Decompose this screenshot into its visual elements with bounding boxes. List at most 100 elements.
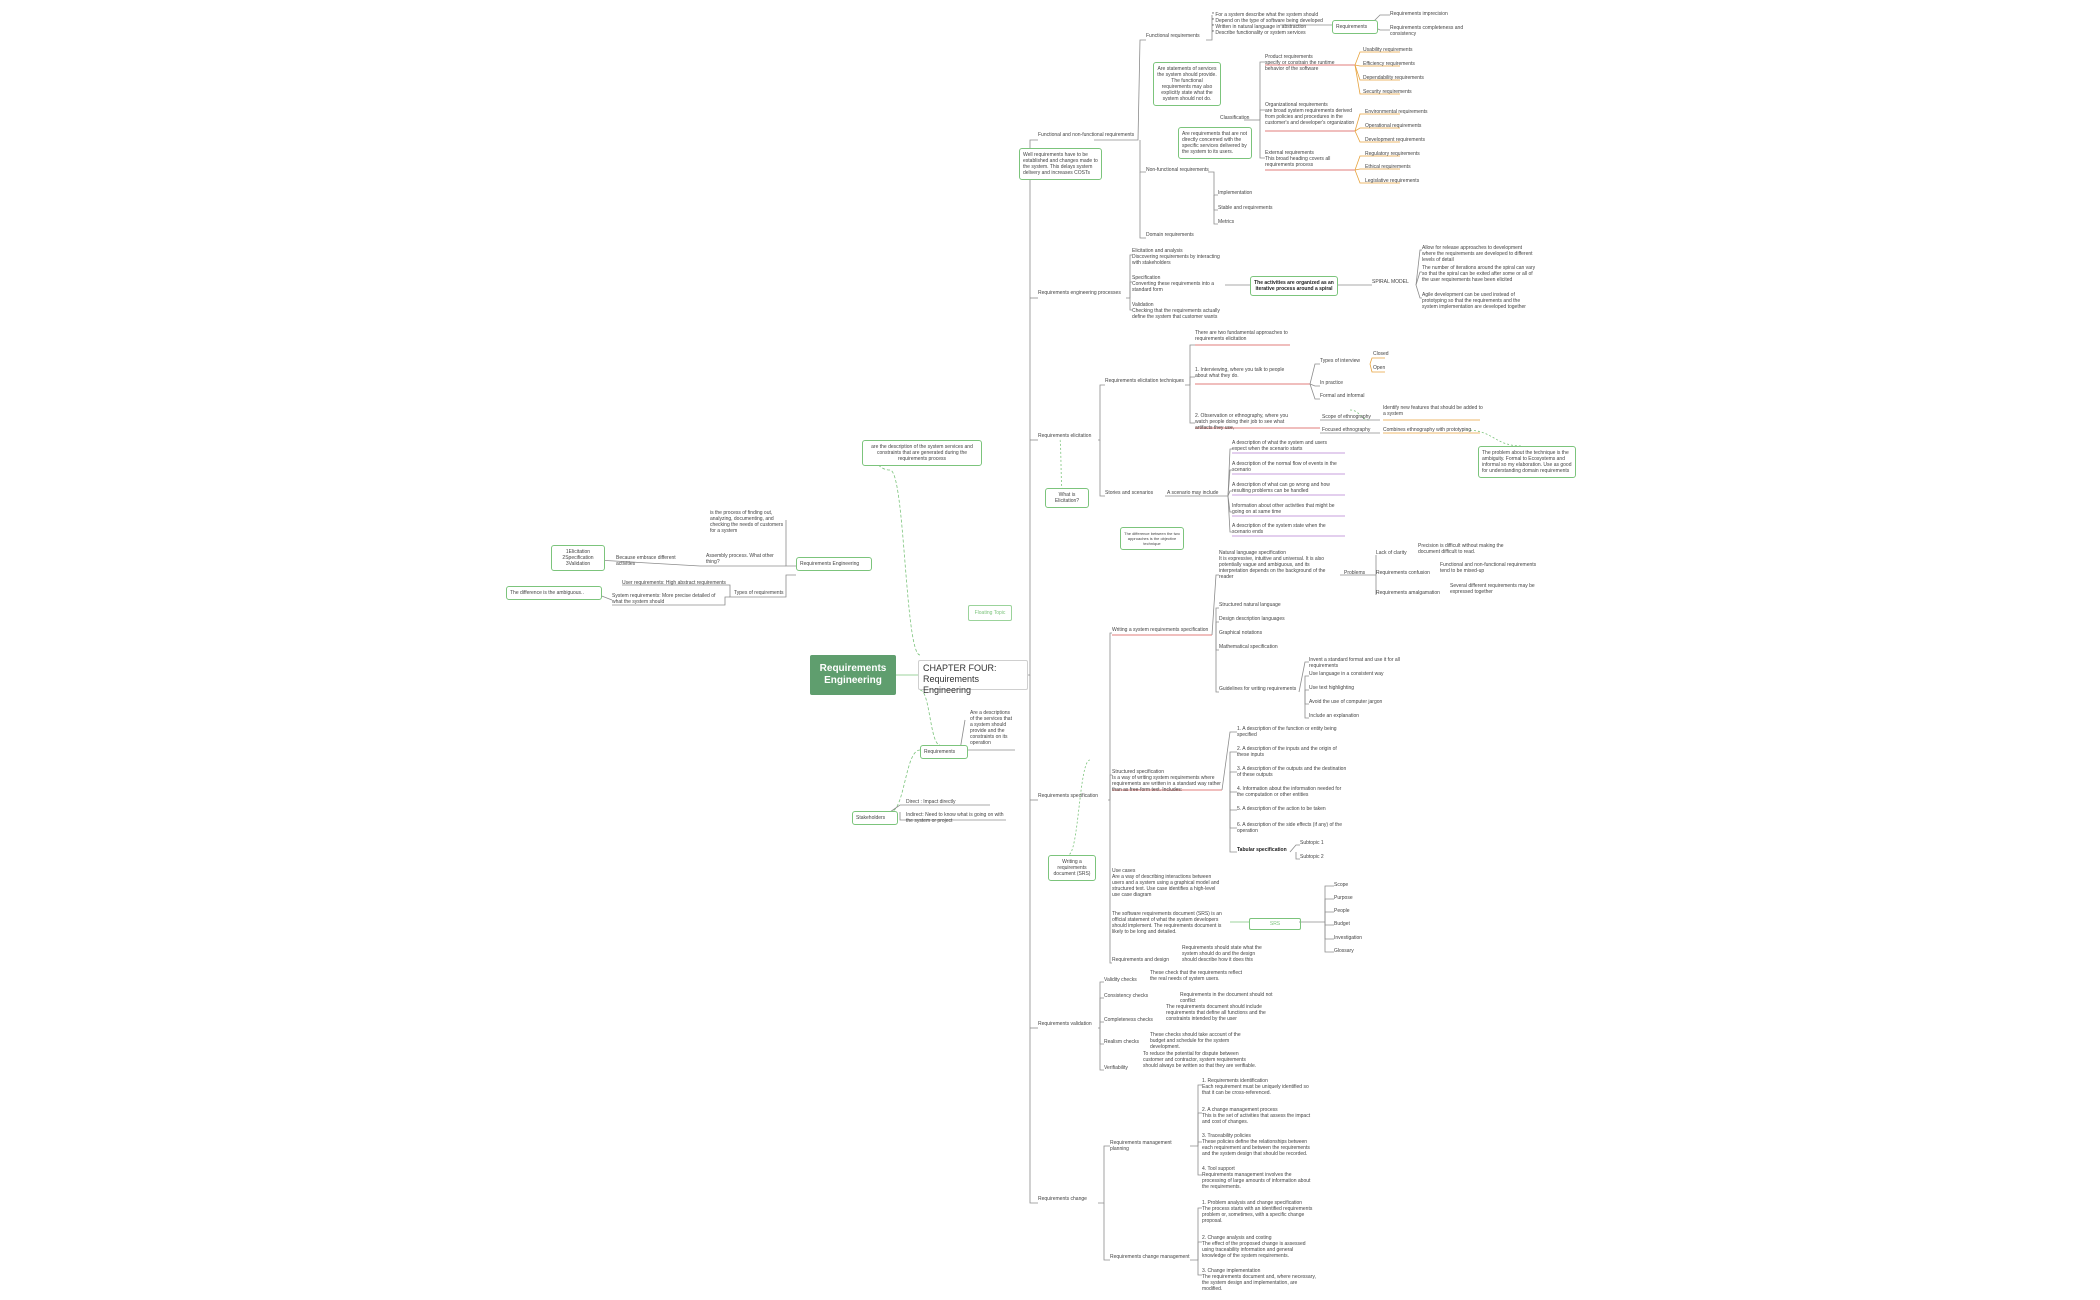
scenario-item-2[interactable]: A description of the normal flow of even… bbox=[1232, 461, 1337, 473]
planning-1[interactable]: 1. Requirements identification Each requ… bbox=[1202, 1078, 1309, 1096]
completeness-checks[interactable]: Completeness checks bbox=[1104, 1017, 1153, 1023]
functional-description[interactable]: Are statements of services the system sh… bbox=[1153, 62, 1221, 106]
processes-root[interactable]: Requirements engineering processes bbox=[1038, 290, 1121, 296]
classification-label[interactable]: Classification bbox=[1220, 115, 1250, 121]
consistency-checks[interactable]: Consistency checks bbox=[1104, 993, 1149, 999]
external-requirements[interactable]: External requirements This broad heading… bbox=[1265, 150, 1331, 168]
requirements-node[interactable]: Requirements bbox=[920, 745, 968, 759]
spiral-note-3[interactable]: Agile development can be used instead of… bbox=[1422, 292, 1526, 310]
process-specification[interactable]: Specification Converting these requireme… bbox=[1132, 275, 1214, 293]
structured-nl[interactable]: Structured natural language bbox=[1219, 602, 1281, 608]
srs-people[interactable]: People bbox=[1334, 908, 1350, 914]
structured-6[interactable]: 6. A description of the side effects (if… bbox=[1237, 822, 1342, 834]
confusion-text[interactable]: Functional and non-functional requiremen… bbox=[1440, 562, 1537, 574]
operational[interactable]: Operational requirements bbox=[1365, 123, 1422, 129]
guideline-2[interactable]: Use language in a consistent way bbox=[1309, 671, 1384, 677]
srs-glossary[interactable]: Glossary bbox=[1334, 948, 1354, 954]
guideline-3[interactable]: Use text highlighting bbox=[1309, 685, 1355, 691]
planning-3[interactable]: 3. Traceability policies These policies … bbox=[1202, 1133, 1310, 1157]
combines-prototyping[interactable]: Combines ethnography with prototyping bbox=[1383, 427, 1472, 433]
planning-4[interactable]: 4. Tool support Requirements management … bbox=[1202, 1166, 1311, 1190]
elicitation-approaches[interactable]: There are two fundamental approaches to … bbox=[1195, 330, 1288, 342]
structured-5[interactable]: 5. A description of the action to be tak… bbox=[1237, 806, 1326, 812]
spiral-box[interactable]: The activities are organized as an itera… bbox=[1250, 276, 1338, 296]
spiral-note-1[interactable]: Allow for release approaches to developm… bbox=[1422, 245, 1533, 263]
left-what-text[interactable]: Assembly process. What other thing? bbox=[706, 553, 774, 565]
left-types-text[interactable]: Types of requirements bbox=[734, 590, 784, 596]
srs-budget[interactable]: Budget bbox=[1334, 921, 1350, 927]
organisational-requirements[interactable]: Organizational requirements are broad sy… bbox=[1265, 102, 1355, 126]
environmental[interactable]: Environmental requirements bbox=[1365, 109, 1428, 115]
elicitation-techniques[interactable]: Requirements elicitation techniques bbox=[1105, 378, 1184, 384]
ethical[interactable]: Ethical requirements bbox=[1365, 164, 1411, 170]
mathematical-spec[interactable]: Mathematical specification bbox=[1219, 644, 1278, 650]
realism-checks[interactable]: Realism checks bbox=[1104, 1039, 1140, 1045]
use-cases[interactable]: Use cases Are a way of describing intera… bbox=[1112, 868, 1220, 898]
left-sys-req[interactable]: System requirements: More precise detail… bbox=[612, 593, 716, 605]
development[interactable]: Development requirements bbox=[1365, 137, 1426, 143]
problems-label[interactable]: Problems bbox=[1344, 570, 1366, 576]
formal-informal[interactable]: Formal and informal bbox=[1320, 393, 1365, 399]
ethnography-problem[interactable]: The problem about the technique is the a… bbox=[1478, 446, 1576, 478]
requirements-box[interactable]: Requirements bbox=[1332, 20, 1378, 34]
functional-list[interactable]: * For a system describe what the system … bbox=[1212, 12, 1323, 36]
observation[interactable]: 2. Observation or ethnography, where you… bbox=[1195, 413, 1289, 431]
consistency-text[interactable]: Requirements in the document should not … bbox=[1180, 992, 1273, 1004]
guideline-5[interactable]: Include an explanation bbox=[1309, 713, 1360, 719]
req-imprecision[interactable]: Requirements imprecision bbox=[1390, 11, 1448, 17]
verifiability[interactable]: Verifiability bbox=[1104, 1065, 1128, 1071]
tabular-sub-1[interactable]: Subtopic 1 bbox=[1300, 840, 1324, 846]
stakeholders-direct[interactable]: Direct : Impact directly bbox=[906, 799, 956, 805]
scenario-item-1[interactable]: A description of what the system and use… bbox=[1232, 440, 1328, 452]
planning-2[interactable]: 2. A change management process This is t… bbox=[1202, 1107, 1311, 1125]
efficiency[interactable]: Efficiency requirements bbox=[1363, 61, 1415, 67]
validation-root[interactable]: Requirements validation bbox=[1038, 1021, 1092, 1027]
guideline-4[interactable]: Avoid the use of computer jargon bbox=[1309, 699, 1383, 705]
change-root[interactable]: Requirements change bbox=[1038, 1196, 1087, 1202]
structured-2[interactable]: 2. A description of the inputs and the o… bbox=[1237, 746, 1337, 758]
requirements-definition[interactable]: Are a descriptions of the services that … bbox=[970, 710, 1012, 746]
graphical-notations[interactable]: Graphical notations bbox=[1219, 630, 1263, 636]
focused-ethnography[interactable]: Focused ethnography bbox=[1322, 427, 1371, 433]
management-planning[interactable]: Requirements management planning bbox=[1110, 1140, 1172, 1152]
product-requirements[interactable]: Product requirements specify or constrai… bbox=[1265, 54, 1335, 72]
structured-4[interactable]: 4. Information about the information nee… bbox=[1237, 786, 1342, 798]
scenario-item-3[interactable]: A description of what can go wrong and h… bbox=[1232, 482, 1330, 494]
tabular-sub-2[interactable]: Subtopic 2 bbox=[1300, 854, 1324, 860]
types-of-interview[interactable]: Types of interview bbox=[1320, 358, 1361, 364]
realism-text[interactable]: These checks should take account of the … bbox=[1150, 1032, 1241, 1050]
change-management[interactable]: Requirements change management bbox=[1110, 1254, 1190, 1260]
structured-1[interactable]: 1. A description of the function or enti… bbox=[1237, 726, 1337, 738]
in-practice[interactable]: In practice bbox=[1320, 380, 1344, 386]
writing-system-spec[interactable]: Writing a system requirements specificat… bbox=[1112, 627, 1209, 633]
requirements-amalgamation[interactable]: Requirements amalgamation bbox=[1376, 590, 1440, 596]
structured-3[interactable]: 3. A description of the outputs and the … bbox=[1237, 766, 1347, 778]
management-1[interactable]: 1. Problem analysis and change specifica… bbox=[1202, 1200, 1313, 1224]
requirements-confusion[interactable]: Requirements confusion bbox=[1376, 570, 1430, 576]
tabular-spec[interactable]: Tabular specification bbox=[1237, 847, 1287, 853]
scenario-may-include[interactable]: A scenario may include bbox=[1167, 490, 1219, 496]
chapter-topic[interactable]: CHAPTER FOUR: Requirements Engineering bbox=[918, 660, 1028, 695]
process-elicitation[interactable]: Elicitation and analysis Discovering req… bbox=[1132, 248, 1220, 266]
srs-investigation[interactable]: Investigation bbox=[1334, 935, 1363, 941]
guidelines-writing[interactable]: Guidelines for writing requirements bbox=[1219, 686, 1297, 692]
management-3[interactable]: 3. Change implementation The requirement… bbox=[1202, 1268, 1316, 1292]
guideline-1[interactable]: Invent a standard format and use it for … bbox=[1309, 657, 1400, 669]
identify-features[interactable]: Identify new features that should be add… bbox=[1383, 405, 1483, 417]
srs-summary-box[interactable]: SRS bbox=[1249, 918, 1301, 930]
fnf-root[interactable]: Functional and non-functional requiremen… bbox=[1038, 132, 1135, 138]
usability[interactable]: Usability requirements bbox=[1363, 47, 1413, 53]
left-description-box[interactable]: are the description of the system servic… bbox=[862, 440, 982, 466]
non-functional-description[interactable]: Are requirements that are not directly c… bbox=[1178, 127, 1252, 159]
spiral-note-2[interactable]: The number of iterations around the spir… bbox=[1422, 265, 1536, 283]
security[interactable]: Security requirements bbox=[1363, 89, 1412, 95]
metrics[interactable]: Metrics bbox=[1218, 219, 1235, 225]
validity-text[interactable]: These check that the requirements reflec… bbox=[1150, 970, 1242, 982]
left-process-text[interactable]: is the process of finding out, analyzing… bbox=[710, 510, 784, 534]
elicitation-note-box[interactable]: The difference between the two approache… bbox=[1120, 527, 1184, 550]
management-2[interactable]: 2. Change analysis and costing The effec… bbox=[1202, 1235, 1306, 1259]
natural-language-spec[interactable]: Natural language specification It is exp… bbox=[1219, 550, 1326, 580]
precision-text[interactable]: Precision is difficult without making th… bbox=[1418, 543, 1504, 555]
stakeholders-indirect[interactable]: Indirect: Need to know what is going on … bbox=[906, 812, 1004, 824]
central-topic[interactable]: Requirements Engineering bbox=[810, 655, 896, 695]
